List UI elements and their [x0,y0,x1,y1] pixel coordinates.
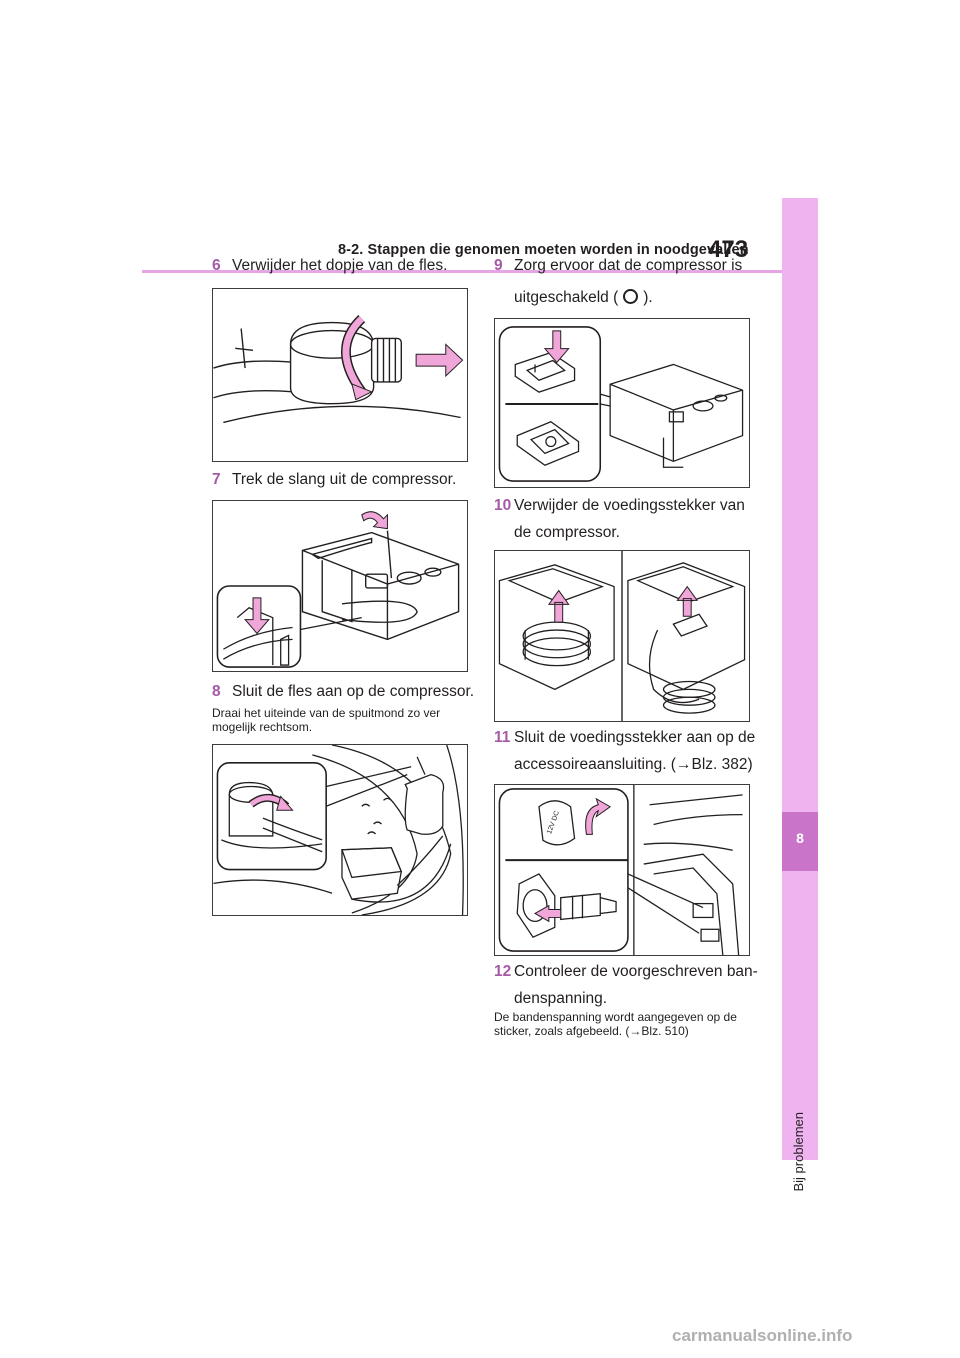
step-text-line2a: accessoireaansluiting. ( [514,756,676,773]
header-rule [142,270,794,273]
arrow-reference-icon: → [629,1024,642,1038]
step-text: Sluit de fles aan op de compressor. [232,683,475,700]
bottle-connect-illustration [213,745,464,915]
plug-in-socket-illustration: 12V DC [498,785,743,955]
chapter-number: 8 [796,830,804,846]
step-number: 11 [494,729,511,746]
step-text-line2b: ). [643,289,653,306]
switch-off-circle-icon [623,289,639,304]
chapter-number-box [782,812,818,871]
figure-compressor-switch-off [494,318,750,488]
figure-bottle-cap-removal [212,288,468,462]
page-number: 473 [708,236,749,263]
unplug-power-illustration [498,551,746,721]
step-text-line2a: uitgeschakeld ( [514,289,619,306]
step-number: 9 [494,257,503,274]
note-page-ref: Blz. 510) [641,1024,689,1038]
step-text: Trek de slang uit de compressor. [232,471,457,488]
step-8-note: Draai het uiteinde van de spuitmond zo v… [212,706,441,734]
step-6: 6 Verwijder het dopje van de fles. [212,252,447,279]
arrow-reference-icon: → [675,756,692,773]
figure-plug-in-socket: 12V DC [494,784,750,956]
step-number: 10 [494,497,512,514]
section-title: 8-2. Stappen die genomen moeten worden i… [338,242,749,258]
step-text-line1: Verwijder de voedingsstekker van [514,497,745,514]
note-text: De bandenspanning wordt aangegeven op de… [494,1010,737,1038]
chapter-side-tab[interactable]: 8 Bij problemen [782,198,818,1192]
step-number: 6 [212,257,221,274]
step-text-line1: Sluit de voedingsstekker aan op de [514,729,756,746]
figure-hose-pull [212,500,468,672]
step-text-line2: de compressor. [514,524,620,541]
figure-unplug-power [494,550,750,722]
step-text-line2b: Blz. 382) [691,756,753,773]
hose-pull-illustration [216,511,460,668]
step-12-note: De bandenspanning wordt aangegeven op de… [494,1010,756,1038]
step-number: 8 [212,683,221,700]
step-number: 12 [494,963,512,980]
figure-bottle-connect [212,744,468,916]
chapter-label: Bij problemen [791,1112,806,1192]
watermark: carmanualsonline.info [672,1326,853,1345]
step-text-line1: Zorg ervoor dat de compressor is [514,257,743,274]
step-8: 8 Sluit de fles aan op de compressor. [212,678,474,705]
step-text-line1: Controleer de voorgeschreven ban- [514,963,758,980]
compressor-switch-illustration [498,326,744,482]
step-text: Verwijder het dopje van de fles. [232,257,448,274]
step-number: 7 [212,471,221,488]
step-text-line2: denspanning. [514,990,608,1007]
step-9: 9 Zorg ervoor dat de compressor is uitges… [494,252,742,311]
bottle-cap-illustration [213,315,464,424]
step-7: 7 Trek de slang uit de compressor. [212,466,456,493]
